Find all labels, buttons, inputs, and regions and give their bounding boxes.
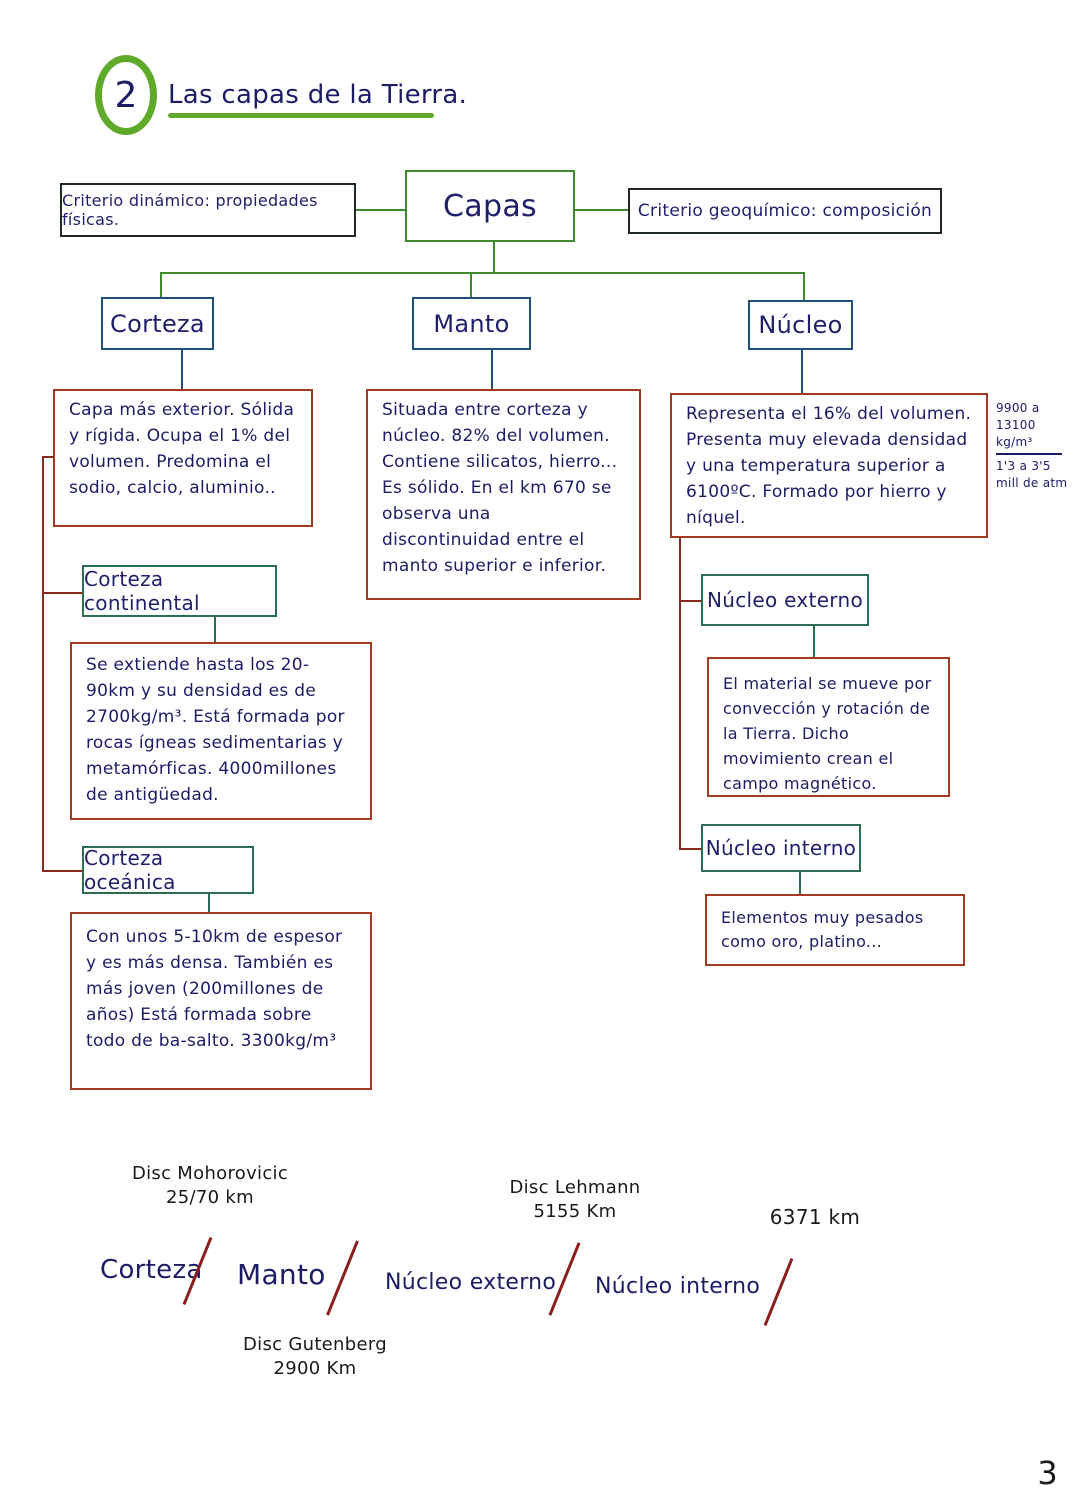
connector-line [42, 456, 44, 872]
node-manto-label: Manto [433, 309, 510, 338]
connector-line [470, 272, 472, 298]
connector-line [493, 242, 495, 274]
divider [996, 453, 1062, 455]
corteza-continental-description: Se extiende hasta los 20-90km y su densi… [70, 642, 372, 820]
node-corteza-continental-label: Corteza continental [84, 567, 200, 615]
criterion-geochemical-box: Criterio geoquímico: composición [628, 188, 942, 234]
root-node-label: Capas [443, 188, 537, 224]
connector-line [679, 848, 701, 850]
discontinuity-earth-center: 6371 km [760, 1205, 870, 1229]
connector-line [679, 538, 681, 850]
node-nucleo-interno: Núcleo interno [701, 824, 861, 872]
discontinuity-mohorovicic: Disc Mohorovicic 25/70 km [120, 1162, 300, 1210]
connector-line [42, 456, 54, 458]
manto-description: Situada entre corteza y núcleo. 82% del … [366, 389, 641, 600]
discontinuity-name: Disc Lehmann [509, 1177, 641, 1198]
connector-line [160, 272, 162, 298]
node-manto: Manto [412, 297, 531, 350]
title-underline [168, 113, 434, 118]
scale-layer-corteza: Corteza [100, 1255, 203, 1285]
node-nucleo-externo: Núcleo externo [701, 574, 869, 626]
nucleo-interno-description: Elementos muy pesados como oro, platino.… [705, 894, 965, 966]
boundary-slash-icon [326, 1240, 359, 1316]
connector-line [799, 872, 801, 896]
connector-line [356, 209, 406, 211]
connector-line [491, 350, 493, 390]
discontinuity-name: Disc Mohorovicic [131, 1163, 289, 1184]
scale-layer-nucleo-externo: Núcleo externo [385, 1270, 557, 1295]
nucleo-externo-description: El material se mueve por convección y ro… [707, 657, 950, 797]
discontinuity-name: Disc Gutenberg [243, 1334, 387, 1355]
node-nucleo: Núcleo [748, 300, 853, 350]
criterion-dynamic-box: Criterio dinámico: propiedades físicas. [60, 183, 356, 237]
connector-line [208, 894, 210, 914]
connector-line [801, 350, 803, 394]
node-nucleo-externo-label: Núcleo externo [706, 588, 863, 612]
node-corteza-oceanica-label: Corteza oceánica [84, 846, 176, 894]
pressure-note: 1'3 a 3'5 mill de atm [996, 459, 1068, 490]
nucleo-description: Representa el 16% del volumen. Presenta … [670, 393, 988, 538]
node-corteza-oceanica: Corteza oceánica [82, 846, 254, 894]
discontinuity-depth: 6371 km [769, 1205, 861, 1229]
boundary-slash-icon [763, 1258, 794, 1326]
criterion-geochemical-label: Criterio geoquímico: composición [637, 201, 933, 221]
criterion-dynamic-label: Criterio dinámico: propiedades físicas. [62, 191, 318, 229]
scale-layer-nucleo-interno: Núcleo interno [595, 1274, 761, 1299]
discontinuity-gutenberg: Disc Gutenberg 2900 Km [230, 1333, 400, 1381]
root-node-capas: Capas [405, 170, 575, 242]
node-corteza-label: Corteza [110, 309, 205, 338]
node-nucleo-label: Núcleo [758, 311, 843, 339]
section-number: 2 [114, 74, 138, 116]
discontinuity-lehmann: Disc Lehmann 5155 Km [495, 1176, 655, 1224]
connector-line [42, 870, 82, 872]
discontinuity-depth: 25/70 km [166, 1187, 254, 1208]
nucleo-side-note: 9900 a 13100 kg/m³ 1'3 a 3'5 mill de atm [996, 400, 1076, 492]
corteza-description: Capa más exterior. Sólida y rígida. Ocup… [53, 389, 313, 527]
connector-line [803, 272, 805, 300]
discontinuity-depth: 2900 Km [273, 1358, 357, 1379]
page-number: 3 [1037, 1454, 1058, 1492]
node-corteza: Corteza [101, 297, 214, 350]
corteza-oceanica-description: Con unos 5-10km de espesor y es más dens… [70, 912, 372, 1090]
page-title: Las capas de la Tierra. [168, 80, 468, 110]
connector-line [575, 209, 630, 211]
connector-line [214, 617, 216, 643]
scale-layer-manto: Manto [237, 1258, 326, 1291]
section-number-badge: 2 [95, 55, 157, 135]
connector-line [42, 592, 82, 594]
connector-line [160, 272, 805, 274]
density-note: 9900 a 13100 kg/m³ [996, 401, 1040, 449]
connector-line [181, 350, 183, 390]
node-corteza-continental: Corteza continental [82, 565, 277, 617]
connector-line [813, 626, 815, 658]
connector-line [679, 600, 701, 602]
node-nucleo-interno-label: Núcleo interno [705, 836, 857, 860]
discontinuity-depth: 5155 Km [533, 1201, 617, 1222]
